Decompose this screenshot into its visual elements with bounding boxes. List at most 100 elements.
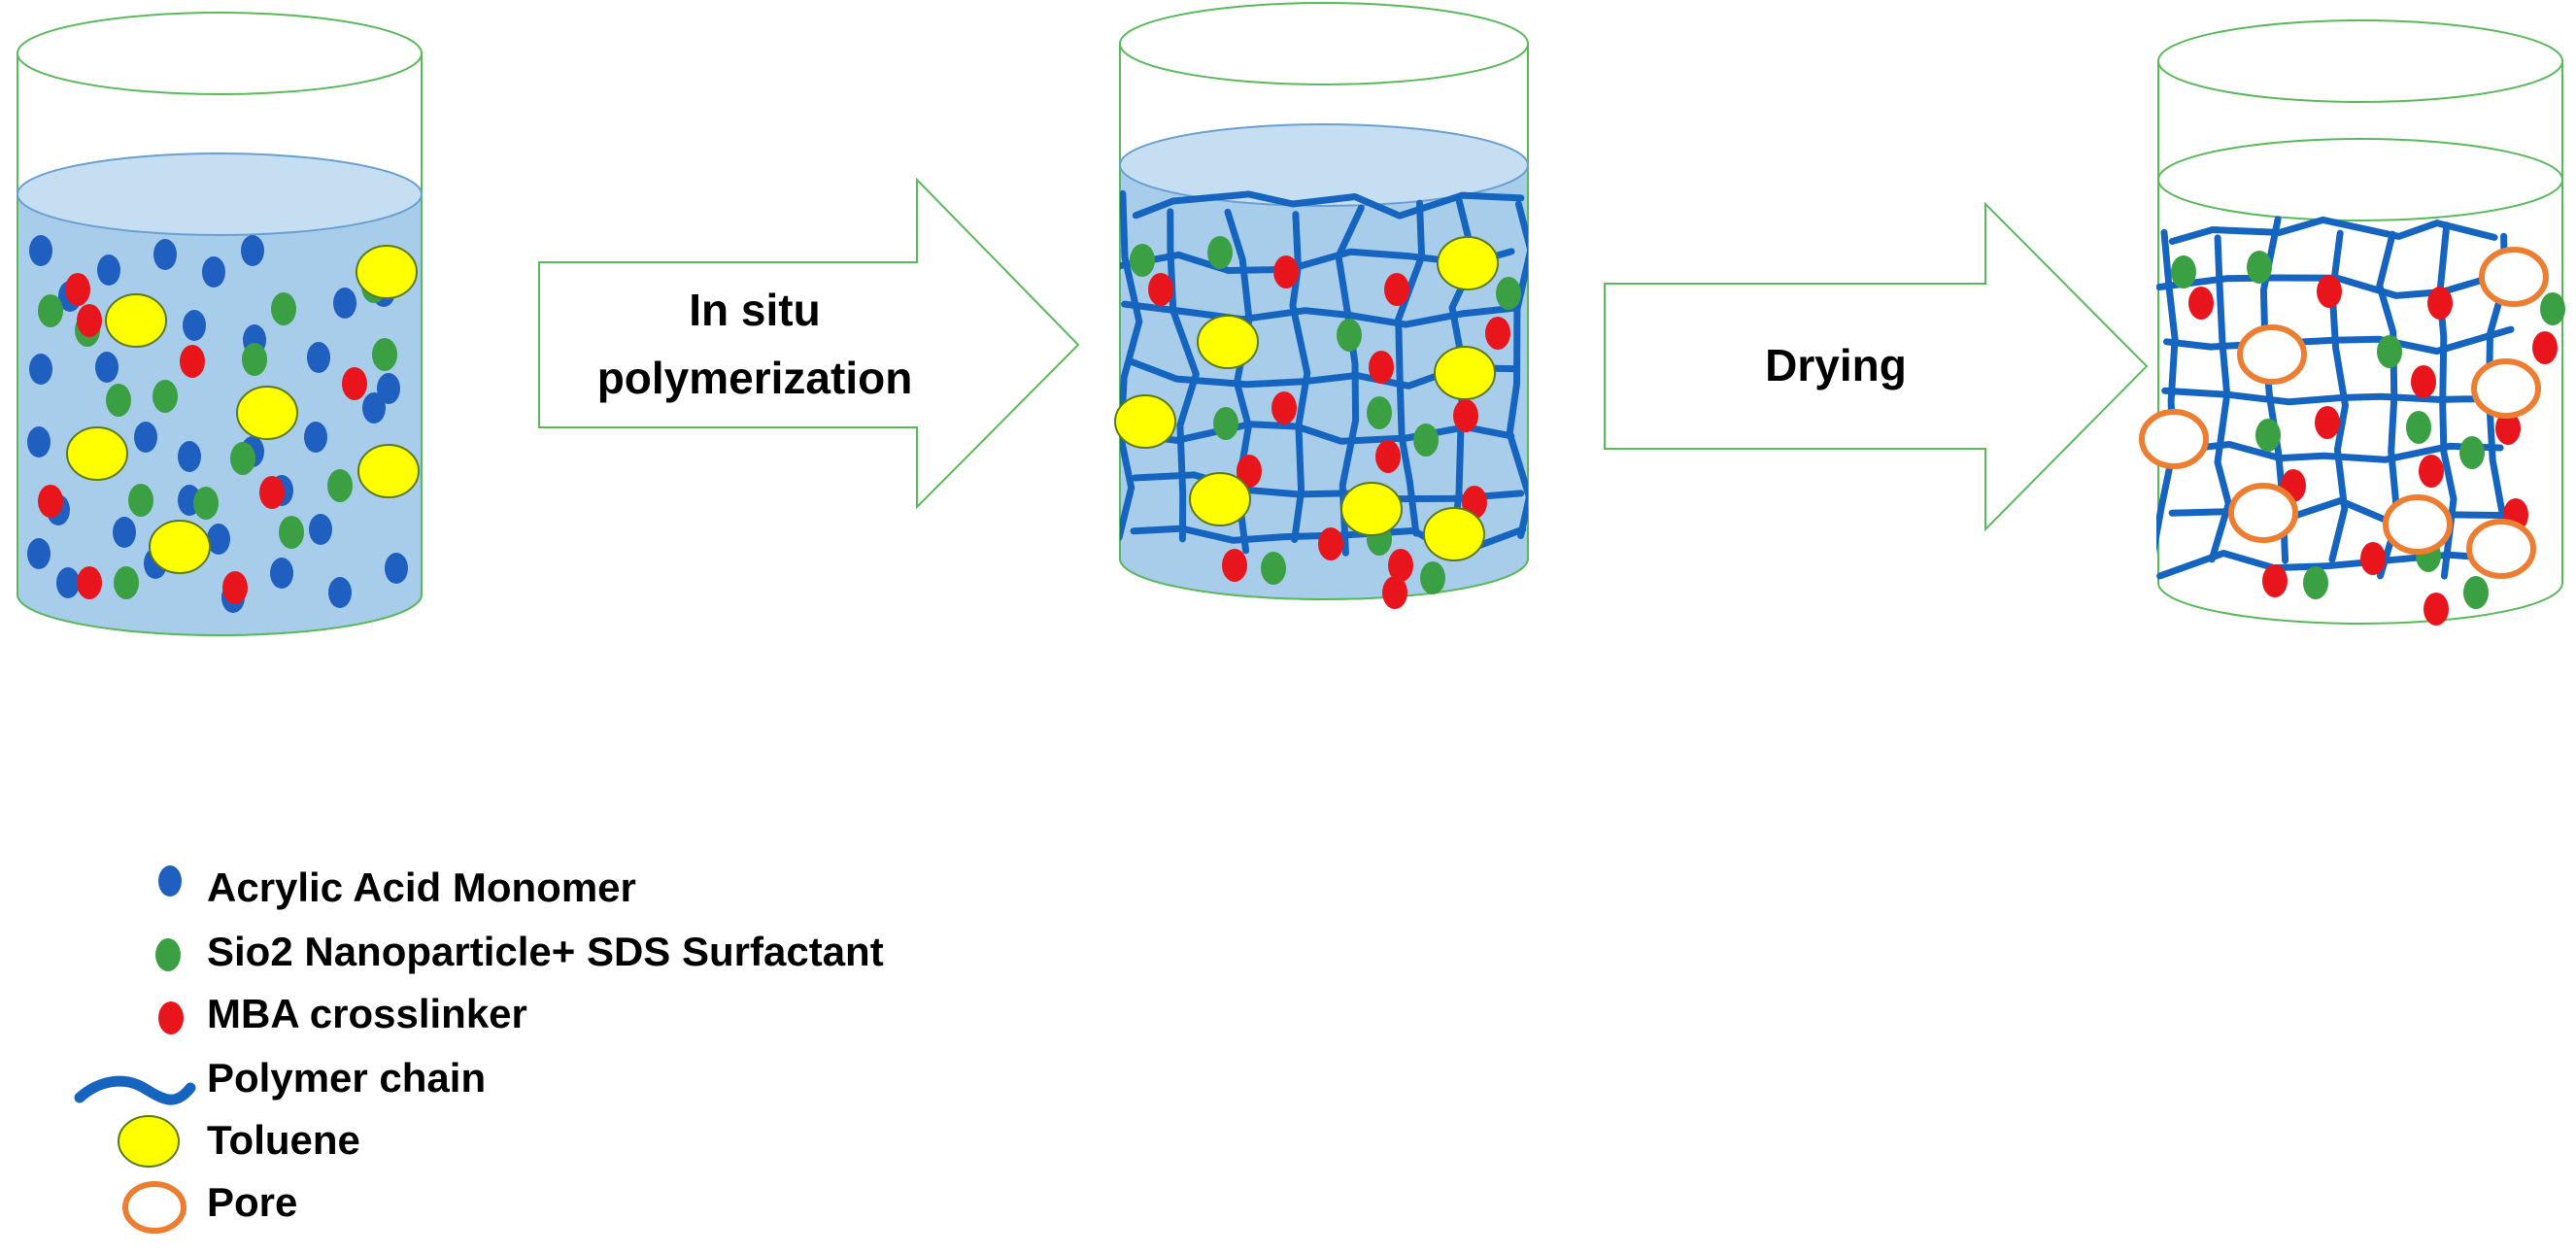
pore-void [2383, 494, 2453, 555]
nanoparticle-particle [230, 442, 255, 475]
polymer-chain-segment [2208, 234, 2232, 563]
legend-item-toluene: Toluene [118, 1115, 360, 1168]
polymer-chain-segment [2159, 441, 2504, 463]
nanoparticle-particle [2171, 255, 2196, 288]
crosslinker-particle [2423, 593, 2449, 626]
nanoparticle-particle [193, 487, 219, 520]
monomer-particle [328, 577, 352, 608]
nanoparticle-particle [1261, 552, 1286, 585]
crosslinker-particle [2495, 412, 2521, 445]
beaker-monomer-solution [17, 12, 423, 636]
monomer-particle [56, 567, 80, 598]
crosslinker-particle [1148, 273, 1173, 306]
arrow-drying: Drying [1604, 201, 2149, 532]
step-label-polymerization-line2: polymerization [597, 353, 913, 403]
monomer-particle [95, 352, 119, 383]
monomer-particle [97, 254, 120, 286]
crosslinker-particle [1369, 351, 1394, 384]
beaker2-particles [1114, 236, 1521, 609]
crosslinker-particle [2317, 275, 2342, 308]
legend-label-monomer: Acrylic Acid Monomer [207, 864, 636, 910]
monomer-particle [134, 422, 157, 453]
monomer-particle [309, 514, 332, 545]
crosslinker-particle [1382, 576, 1407, 609]
toluene-droplet [1114, 394, 1176, 449]
nanoparticle-particle [153, 380, 178, 413]
nanoparticle-particle [2377, 335, 2402, 368]
nanoparticle-particle [372, 338, 397, 371]
monomer-particle [178, 441, 201, 472]
polymer-chain-swatch [74, 1075, 196, 1105]
toluene-droplet [1437, 236, 1499, 290]
crosslinker-particle [1388, 549, 1413, 582]
polymer-chain-segment [2168, 216, 2498, 245]
nanoparticle-particle [271, 292, 296, 325]
crosslinker-particle [1318, 527, 1343, 560]
polymer-chain-segment [1132, 190, 1525, 220]
crosslinker-particle [2411, 365, 2436, 398]
nanoparticle-particle [2540, 292, 2565, 325]
toluene-droplet [105, 293, 167, 348]
monomer-particle [362, 392, 386, 424]
polymer-chain-segment [1120, 189, 1143, 541]
monomer-particle [29, 235, 52, 266]
monomer-particle [153, 239, 177, 270]
nanoparticle-particle [1367, 396, 1392, 429]
nanoparticle-particle [2303, 566, 2328, 599]
crosslinker-particle [2262, 564, 2288, 597]
nanoparticle-particle [38, 294, 63, 327]
nanoparticle-particle [2463, 576, 2489, 609]
monomer-particle [333, 288, 356, 319]
beaker-dried-porous-polymer [2139, 19, 2565, 626]
toluene-droplet [1434, 346, 1496, 400]
toluene-droplet [66, 426, 128, 481]
pore-void [2471, 358, 2541, 419]
beaker3-particles [2139, 247, 2565, 626]
polymer-chain-segment [1289, 211, 1311, 543]
crosslinker-particle [1384, 273, 1409, 306]
pore-void [2479, 247, 2549, 307]
arrow-polymerization: In situ polymerization [538, 177, 1080, 510]
legend-item-monomer: Acrylic Acid Monomer [158, 864, 636, 910]
crosslinker-swatch [158, 1001, 184, 1034]
monomer-swatch [158, 865, 182, 897]
monomer-particle [377, 373, 400, 404]
pore-void [2237, 324, 2307, 385]
monomer-particle [113, 517, 136, 548]
crosslinker-particle [222, 571, 248, 604]
toluene-swatch [118, 1115, 180, 1168]
toluene-droplet [1197, 315, 1259, 369]
nanoparticle-particle [114, 566, 139, 599]
monomer-particle [207, 524, 230, 555]
crosslinker-particle [259, 476, 285, 509]
crosslinker-particle [2419, 455, 2444, 488]
step-label-polymerization-line1: In situ [689, 285, 820, 335]
nanoparticle-particle [1420, 561, 1445, 594]
crosslinker-particle [1375, 440, 1401, 473]
monomer-particle [307, 342, 330, 373]
crosslinker-particle [1485, 317, 1510, 350]
toluene-droplet [356, 245, 418, 299]
legend-label-pore: Pore [207, 1179, 297, 1225]
crosslinker-particle [2188, 287, 2214, 320]
legend-label-polymer-chain: Polymer chain [207, 1055, 486, 1101]
crosslinker-particle [1222, 549, 1247, 582]
nanoparticle-particle [1213, 407, 1238, 440]
monomer-particle [304, 422, 327, 453]
nanoparticle-particle [2459, 436, 2485, 469]
monomer-particle [29, 354, 52, 385]
pore-void [2466, 519, 2536, 579]
step-label-drying: Drying [1765, 340, 1907, 390]
crosslinker-particle [1271, 391, 1297, 424]
legend-label-crosslinker: MBA crosslinker [207, 991, 527, 1036]
nanoparticle-particle [279, 516, 304, 549]
nanoparticle-particle [1413, 424, 1439, 457]
monomer-particle [27, 426, 51, 458]
crosslinker-particle [180, 345, 205, 378]
toluene-droplet [236, 386, 298, 440]
polymer-chain-segment [1335, 204, 1365, 557]
crosslinker-particle [77, 304, 102, 337]
nanoparticle-particle [327, 469, 353, 502]
beaker1-particles [27, 235, 420, 613]
